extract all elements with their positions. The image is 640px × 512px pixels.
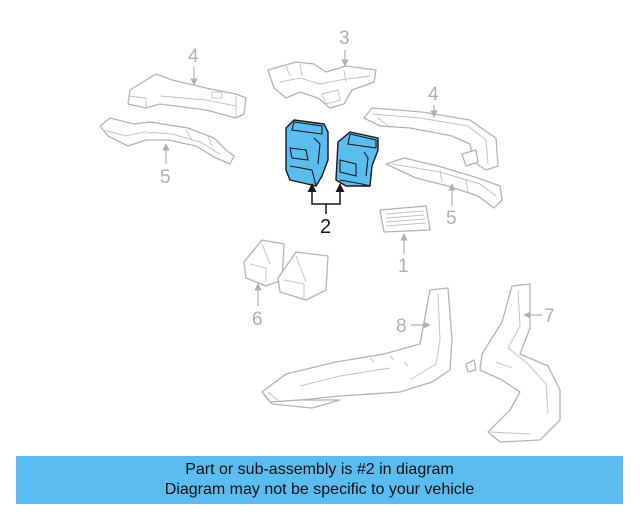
part-3-duct — [267, 61, 377, 109]
callout-7: 7 — [523, 306, 555, 327]
svg-text:1: 1 — [398, 256, 409, 277]
callout-5-left: 5 — [160, 143, 171, 188]
callout-4-right: 4 — [428, 84, 439, 118]
part-4-right-duct — [363, 107, 499, 171]
banner-line-2: Diagram may not be specific to your vehi… — [164, 481, 475, 498]
part-5-left-duct — [99, 117, 235, 165]
part-6-ducts — [243, 239, 329, 301]
svg-text:4: 4 — [428, 84, 439, 105]
svg-text:5: 5 — [160, 167, 171, 188]
part-7-floor-duct — [465, 283, 561, 443]
part-8-floor-duct — [261, 287, 453, 409]
svg-text:5: 5 — [446, 208, 457, 229]
callout-4-left: 4 — [188, 46, 199, 86]
part-5-right-duct — [385, 157, 503, 209]
banner-line-1: Part or sub-assembly is #2 in diagram — [185, 461, 454, 478]
callout-8: 8 — [396, 316, 431, 337]
svg-text:7: 7 — [544, 306, 555, 327]
svg-text:8: 8 — [396, 316, 407, 337]
callout-2: 2 — [307, 183, 345, 238]
svg-text:2: 2 — [320, 216, 331, 238]
svg-text:4: 4 — [188, 46, 199, 67]
part-4-left-duct — [127, 73, 247, 119]
info-banner: Part or sub-assembly is #2 in diagram Di… — [16, 456, 623, 504]
callout-1: 1 — [398, 233, 409, 277]
svg-text:3: 3 — [339, 28, 350, 49]
callout-6: 6 — [252, 283, 263, 330]
svg-text:6: 6 — [252, 309, 263, 330]
part-1-outlet — [379, 205, 431, 233]
callout-5-right: 5 — [446, 183, 457, 229]
part-2-vents — [285, 119, 379, 187]
callout-3: 3 — [339, 28, 350, 67]
